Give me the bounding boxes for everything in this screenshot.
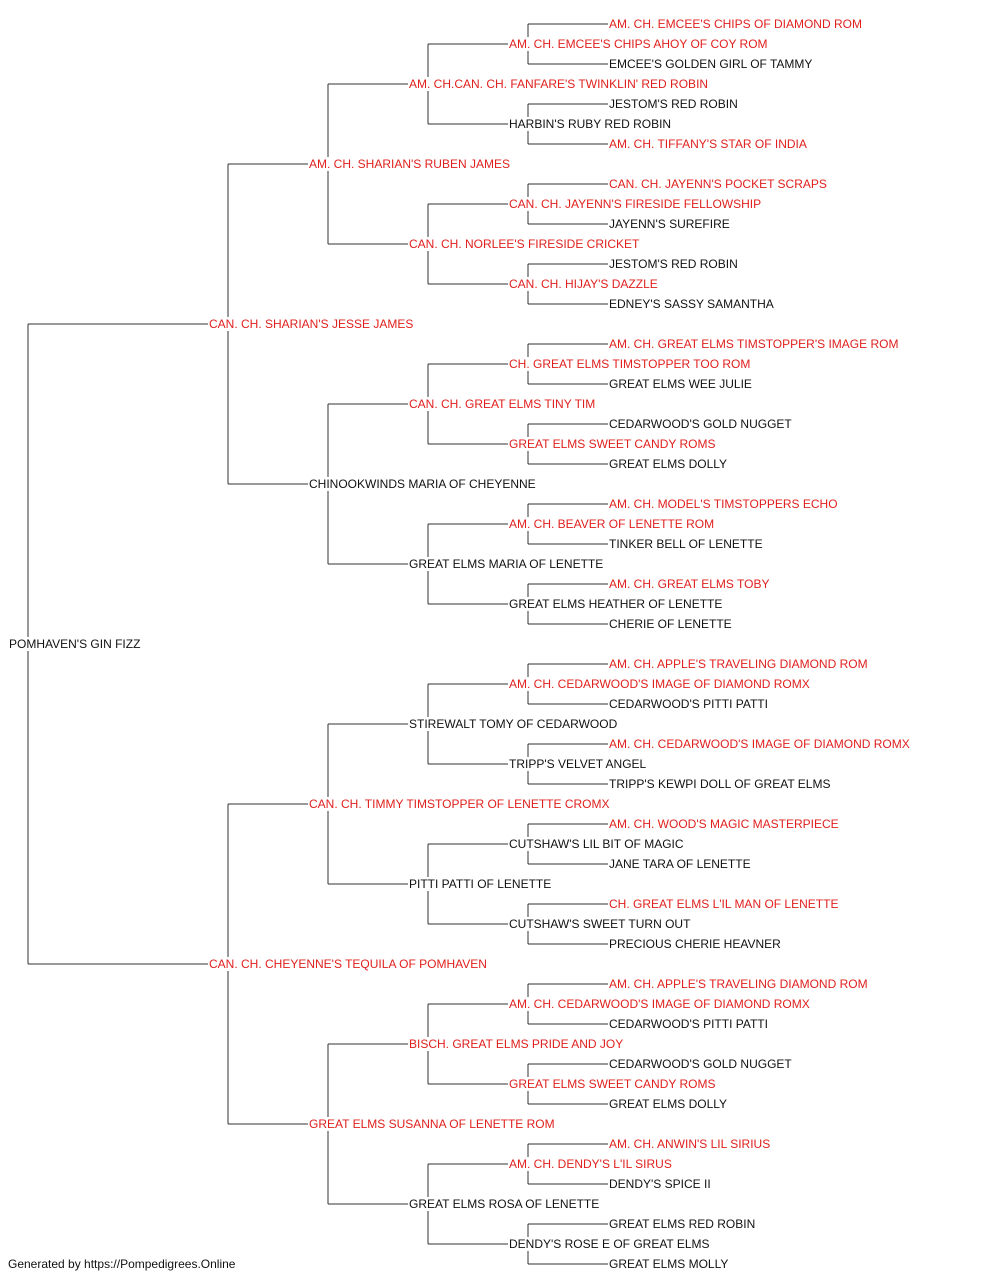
ancestor-gen5-dam: GREAT ELMS WEE JULIE: [608, 377, 753, 391]
ancestor-gen5-dam: GREAT ELMS MOLLY: [608, 1257, 730, 1271]
ancestor-gen4-sire: CAN. CH. JAYENN'S FIRESIDE FELLOWSHIP: [508, 197, 763, 211]
ancestor-gen5-dam: EDNEY'S SASSY SAMANTHA: [608, 297, 775, 311]
ancestor-gen4-dam: GREAT ELMS HEATHER OF LENETTE: [508, 597, 724, 611]
subject-dog-name: POMHAVEN'S GIN FIZZ: [8, 637, 142, 651]
ancestor-gen4-dam: HARBIN'S RUBY RED ROBIN: [508, 117, 673, 131]
ancestor-gen5-sire: AM. CH. APPLE'S TRAVELING DIAMOND ROM: [608, 657, 869, 671]
ancestor-gen4-sire: CUTSHAW'S LIL BIT OF MAGIC: [508, 837, 685, 851]
ancestor-gen3-sire: BISCH. GREAT ELMS PRIDE AND JOY: [408, 1037, 625, 1051]
ancestor-gen5-dam: AM. CH. TIFFANY'S STAR OF INDIA: [608, 137, 808, 151]
ancestor-gen1-dam: CAN. CH. CHEYENNE'S TEQUILA OF POMHAVEN: [208, 957, 488, 971]
ancestor-gen4-sire: AM. CH. CEDARWOOD'S IMAGE OF DIAMOND ROM…: [508, 997, 811, 1011]
ancestor-gen5-dam: DENDY'S SPICE II: [608, 1177, 712, 1191]
ancestor-gen5-sire: JESTOM'S RED ROBIN: [608, 257, 739, 271]
ancestor-gen5-dam: JANE TARA OF LENETTE: [608, 857, 752, 871]
ancestor-gen5-sire: AM. CH. EMCEE'S CHIPS OF DIAMOND ROM: [608, 17, 863, 31]
ancestor-gen5-sire: AM. CH. APPLE'S TRAVELING DIAMOND ROM: [608, 977, 869, 991]
ancestor-gen4-sire: AM. CH. DENDY'S L'IL SIRUS: [508, 1157, 673, 1171]
ancestor-gen3-sire: AM. CH.CAN. CH. FANFARE'S TWINKLIN' RED …: [408, 77, 710, 91]
ancestor-gen5-dam: PRECIOUS CHERIE HEAVNER: [608, 937, 782, 951]
ancestor-gen2-dam: GREAT ELMS SUSANNA OF LENETTE ROM: [308, 1117, 556, 1131]
ancestor-gen4-dam: GREAT ELMS SWEET CANDY ROMS: [508, 437, 717, 451]
ancestor-gen5-dam: JAYENN'S SUREFIRE: [608, 217, 731, 231]
ancestor-gen1-sire: CAN. CH. SHARIAN'S JESSE JAMES: [208, 317, 415, 331]
ancestor-gen5-sire: AM. CH. ANWIN'S LIL SIRIUS: [608, 1137, 772, 1151]
ancestor-gen3-dam: GREAT ELMS MARIA OF LENETTE: [408, 557, 605, 571]
ancestor-gen4-dam: GREAT ELMS SWEET CANDY ROMS: [508, 1077, 717, 1091]
ancestor-gen5-sire: AM. CH. CEDARWOOD'S IMAGE OF DIAMOND ROM…: [608, 737, 911, 751]
ancestor-gen2-sire: AM. CH. SHARIAN'S RUBEN JAMES: [308, 157, 511, 171]
ancestor-gen5-sire: CAN. CH. JAYENN'S POCKET SCRAPS: [608, 177, 828, 191]
ancestor-gen5-sire: AM. CH. GREAT ELMS TOBY: [608, 577, 771, 591]
ancestor-gen5-dam: CEDARWOOD'S PITTI PATTI: [608, 1017, 769, 1031]
ancestor-gen4-sire: AM. CH. EMCEE'S CHIPS AHOY OF COY ROM: [508, 37, 769, 51]
ancestor-gen5-dam: TINKER BELL OF LENETTE: [608, 537, 764, 551]
ancestor-gen5-dam: GREAT ELMS DOLLY: [608, 1097, 729, 1111]
ancestor-gen5-sire: GREAT ELMS RED ROBIN: [608, 1217, 757, 1231]
ancestor-gen5-dam: CEDARWOOD'S PITTI PATTI: [608, 697, 769, 711]
ancestor-gen5-dam: GREAT ELMS DOLLY: [608, 457, 729, 471]
ancestor-gen4-sire: CH. GREAT ELMS TIMSTOPPER TOO ROM: [508, 357, 752, 371]
ancestor-gen5-dam: CHERIE OF LENETTE: [608, 617, 733, 631]
ancestor-gen5-sire: CEDARWOOD'S GOLD NUGGET: [608, 417, 793, 431]
ancestor-gen4-dam: TRIPP'S VELVET ANGEL: [508, 757, 648, 771]
footer-credit: Generated by https://Pompedigrees.Online: [8, 1257, 236, 1271]
ancestor-gen4-sire: AM. CH. BEAVER OF LENETTE ROM: [508, 517, 716, 531]
ancestor-gen5-dam: EMCEE'S GOLDEN GIRL OF TAMMY: [608, 57, 814, 71]
ancestor-gen3-dam: GREAT ELMS ROSA OF LENETTE: [408, 1197, 601, 1211]
ancestor-gen5-sire: CH. GREAT ELMS L'IL MAN OF LENETTE: [608, 897, 840, 911]
ancestor-gen3-sire: STIREWALT TOMY OF CEDARWOOD: [408, 717, 619, 731]
ancestor-gen5-sire: AM. CH. GREAT ELMS TIMSTOPPER'S IMAGE RO…: [608, 337, 900, 351]
ancestor-gen4-sire: AM. CH. CEDARWOOD'S IMAGE OF DIAMOND ROM…: [508, 677, 811, 691]
ancestor-gen5-dam: TRIPP'S KEWPI DOLL OF GREAT ELMS: [608, 777, 832, 791]
ancestor-gen3-sire: CAN. CH. GREAT ELMS TINY TIM: [408, 397, 597, 411]
ancestor-gen5-sire: AM. CH. MODEL'S TIMSTOPPERS ECHO: [608, 497, 839, 511]
ancestor-gen2-sire: CAN. CH. TIMMY TIMSTOPPER OF LENETTE CRO…: [308, 797, 611, 811]
ancestor-gen4-dam: CAN. CH. HIJAY'S DAZZLE: [508, 277, 659, 291]
ancestor-gen2-dam: CHINOOKWINDS MARIA OF CHEYENNE: [308, 477, 537, 491]
ancestor-gen4-dam: DENDY'S ROSE E OF GREAT ELMS: [508, 1237, 711, 1251]
ancestor-gen5-sire: CEDARWOOD'S GOLD NUGGET: [608, 1057, 793, 1071]
ancestor-gen4-dam: CUTSHAW'S SWEET TURN OUT: [508, 917, 692, 931]
ancestor-gen3-dam: PITTI PATTI OF LENETTE: [408, 877, 553, 891]
ancestor-gen3-dam: CAN. CH. NORLEE'S FIRESIDE CRICKET: [408, 237, 641, 251]
ancestor-gen5-sire: AM. CH. WOOD'S MAGIC MASTERPIECE: [608, 817, 840, 831]
ancestor-gen5-sire: JESTOM'S RED ROBIN: [608, 97, 739, 111]
